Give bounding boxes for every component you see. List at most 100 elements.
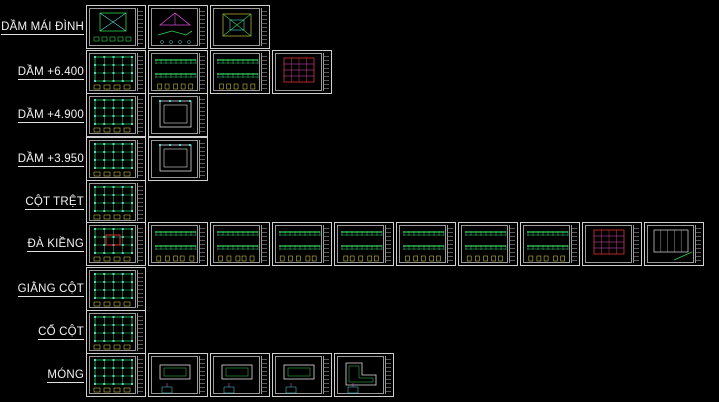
sheet-border [89, 313, 136, 351]
sheet-border [151, 53, 198, 91]
sheet-drawing [279, 231, 321, 262]
drawing-sheet[interactable] [582, 222, 642, 266]
drawing-sheet[interactable] [86, 267, 146, 311]
row-label: CỘT TRỆT [25, 196, 84, 210]
sheet-border [275, 225, 322, 263]
title-block [261, 8, 267, 46]
drawing-sheet[interactable] [396, 222, 456, 266]
sheet-drawing [465, 231, 507, 262]
title-block [571, 225, 577, 263]
sheet-border [89, 96, 136, 134]
sheet-drawing [283, 364, 315, 394]
drawing-sheet[interactable] [334, 353, 394, 397]
title-block [137, 270, 143, 308]
sheet-drawing [93, 12, 132, 42]
drawing-sheet[interactable] [272, 222, 332, 266]
sheet-border [89, 8, 136, 46]
drawing-sheet[interactable] [148, 50, 208, 94]
title-block [261, 356, 267, 394]
title-block [261, 225, 267, 263]
drawing-sheet[interactable] [210, 353, 270, 397]
drawing-sheet[interactable] [210, 222, 270, 266]
sheet-border [213, 8, 260, 46]
drawing-sheet[interactable] [272, 353, 332, 397]
sheet-drawing [283, 57, 315, 83]
sheet-border [523, 225, 570, 263]
sheet-drawing [159, 144, 192, 172]
sheet-border [213, 356, 260, 394]
sheet-drawing [157, 12, 193, 44]
title-block [323, 356, 329, 394]
title-block [137, 313, 143, 351]
sheet-border [89, 225, 136, 263]
title-block [199, 8, 205, 46]
sheet-border [461, 225, 508, 263]
drawing-sheet[interactable] [272, 50, 332, 94]
title-block [137, 183, 143, 221]
drawing-sheet[interactable] [210, 5, 270, 49]
sheet-drawing [217, 231, 259, 262]
drawing-sheet[interactable] [86, 180, 146, 224]
drawing-sheet[interactable] [148, 353, 208, 397]
drawing-sheet[interactable] [148, 5, 208, 49]
drawing-sheet[interactable] [86, 93, 146, 137]
sheet-drawing [345, 362, 377, 394]
sheet-border [151, 225, 198, 263]
sheet-drawing [155, 231, 197, 262]
drawing-sheet[interactable] [86, 137, 146, 181]
sheet-drawing [221, 364, 253, 394]
sheet-drawing [217, 59, 259, 90]
sheet-border [151, 356, 198, 394]
row-label: DẦM +3.950 [17, 153, 84, 167]
drawing-sheet[interactable] [148, 222, 208, 266]
row-label: DẦM +4.900 [17, 109, 84, 123]
row-label: GIẰNG CỘT [17, 283, 84, 297]
sheet-border [585, 225, 632, 263]
title-block [199, 140, 205, 178]
sheet-drawing [93, 56, 133, 90]
sheet-border [89, 53, 136, 91]
sheet-border [151, 96, 198, 134]
sheet-drawing [593, 229, 625, 255]
title-block [199, 53, 205, 91]
sheet-border [337, 225, 384, 263]
sheet-drawing [93, 316, 133, 350]
drawing-sheet[interactable] [520, 222, 580, 266]
drawing-sheet[interactable] [334, 222, 394, 266]
drawing-sheet[interactable] [86, 222, 146, 266]
drawing-sheet[interactable] [86, 310, 146, 354]
drawing-sheet[interactable] [86, 50, 146, 94]
sheet-drawing [93, 359, 133, 393]
drawing-sheet[interactable] [86, 353, 146, 397]
drawing-sheet[interactable] [148, 137, 208, 181]
title-block [447, 225, 453, 263]
sheet-drawing [155, 59, 197, 90]
title-block [137, 140, 143, 178]
title-block [199, 96, 205, 134]
sheet-drawing [159, 364, 191, 394]
sheet-drawing [341, 231, 383, 262]
title-block [261, 53, 267, 91]
drawing-sheet[interactable] [458, 222, 518, 266]
drawing-sheet[interactable] [86, 5, 146, 49]
sheet-drawing [93, 186, 133, 220]
sheet-border [89, 183, 136, 221]
title-block [323, 53, 329, 91]
sheet-drawing [222, 13, 252, 37]
sheet-border [151, 8, 198, 46]
drawing-sheet[interactable] [148, 93, 208, 137]
row-label: ĐÀ KIỀNG [27, 238, 84, 252]
row-label: DẦM MÁI ĐÌNH [1, 21, 84, 35]
drawing-sheet[interactable] [644, 222, 704, 266]
title-block [385, 356, 391, 394]
row-label: CỔ CỘT [38, 326, 84, 340]
sheet-drawing [93, 143, 133, 177]
sheet-drawing [93, 228, 133, 262]
sheet-border [89, 270, 136, 308]
sheet-border [213, 225, 260, 263]
sheet-drawing [93, 99, 133, 133]
sheet-drawing [403, 231, 445, 262]
drawing-sheet[interactable] [210, 50, 270, 94]
sheet-drawing [653, 229, 693, 261]
